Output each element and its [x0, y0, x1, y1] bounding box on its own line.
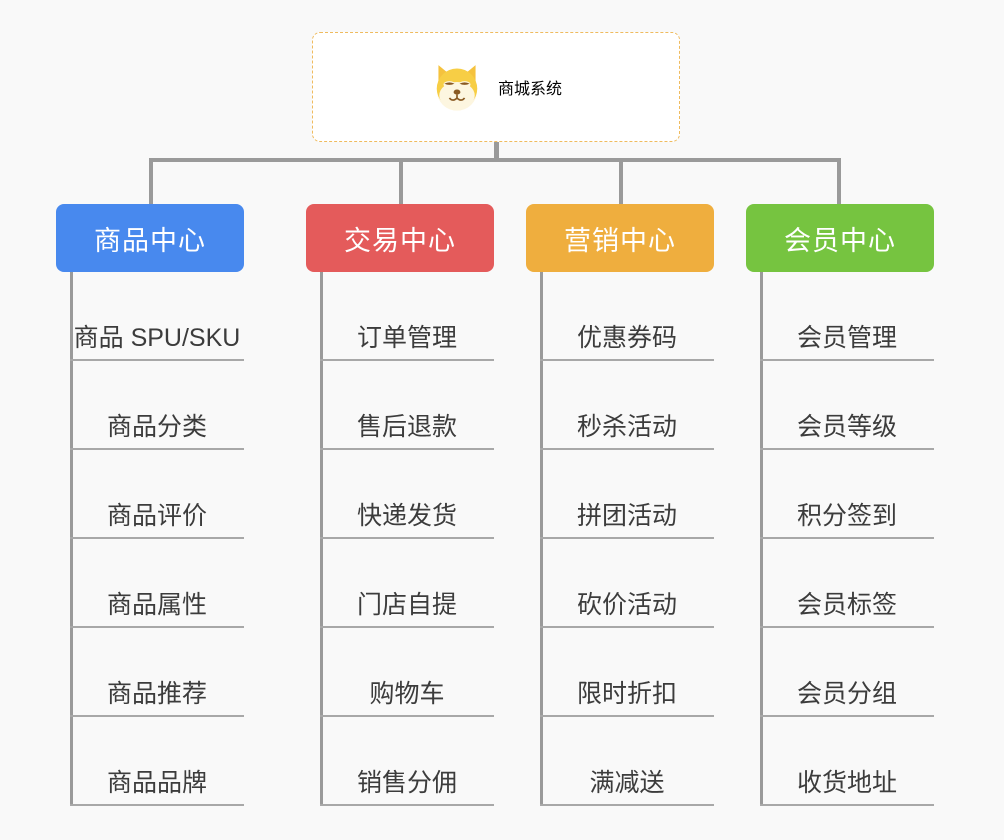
category-box-trade[interactable]: 交易中心 — [306, 204, 494, 272]
connector-drop-3 — [619, 158, 623, 206]
shiba-dog-icon — [436, 65, 478, 111]
leaf-label: 会员管理 — [796, 323, 897, 352]
connector-drop-2 — [399, 158, 403, 206]
list-item[interactable]: 商品 SPU/SKU — [70, 272, 244, 361]
list-item[interactable]: 商品属性 — [70, 539, 244, 628]
leaf-label: 收货地址 — [796, 768, 897, 797]
leaf-label: 商品分类 — [106, 412, 207, 441]
leaf-label: 拼团活动 — [576, 501, 677, 530]
leaf-label: 会员标签 — [796, 590, 897, 619]
leaf-label: 限时折扣 — [576, 679, 677, 708]
category-rail-marketing — [540, 272, 543, 806]
leaf-label: 商品品牌 — [106, 768, 207, 797]
connector-drop-1 — [149, 158, 153, 206]
leaf-label: 满减送 — [589, 768, 665, 797]
category-title: 会员中心 — [784, 225, 896, 256]
category-box-member[interactable]: 会员中心 — [746, 204, 934, 272]
leaf-label: 售后退款 — [356, 412, 457, 441]
list-item[interactable]: 购物车 — [320, 628, 494, 717]
category-title: 交易中心 — [344, 225, 456, 256]
leaf-label: 商品属性 — [106, 590, 207, 619]
list-item[interactable]: 会员等级 — [760, 361, 934, 450]
list-item[interactable]: 订单管理 — [320, 272, 494, 361]
leaf-label: 优惠券码 — [576, 323, 677, 352]
root-title: 商城系统 — [497, 81, 562, 98]
list-item[interactable]: 优惠券码 — [540, 272, 714, 361]
leaf-label: 秒杀活动 — [576, 412, 677, 441]
leaf-list: 会员管理会员等级积分签到会员标签会员分组收货地址 — [760, 272, 934, 806]
category-box-product[interactable]: 商品中心 — [56, 204, 244, 272]
list-item[interactable]: 积分签到 — [760, 450, 934, 539]
leaf-label: 快递发货 — [356, 501, 457, 530]
connector-drop-4 — [837, 158, 841, 206]
list-item[interactable]: 销售分佣 — [320, 717, 494, 806]
list-item[interactable]: 商品评价 — [70, 450, 244, 539]
category-rail-product — [70, 272, 73, 806]
leaf-label: 积分签到 — [796, 501, 897, 530]
list-item[interactable]: 收货地址 — [760, 717, 934, 806]
list-item[interactable]: 门店自提 — [320, 539, 494, 628]
category-title: 商品中心 — [94, 225, 206, 256]
category-rail-member — [760, 272, 763, 806]
list-item[interactable]: 限时折扣 — [540, 628, 714, 717]
list-item[interactable]: 会员标签 — [760, 539, 934, 628]
leaf-label: 商品推荐 — [106, 679, 207, 708]
list-item[interactable]: 商品推荐 — [70, 628, 244, 717]
leaf-label: 门店自提 — [356, 590, 457, 619]
list-item[interactable]: 秒杀活动 — [540, 361, 714, 450]
leaf-label: 砍价活动 — [576, 590, 677, 619]
connector-root-stem — [494, 142, 499, 162]
leaf-list: 订单管理售后退款快递发货门店自提购物车销售分佣 — [320, 272, 494, 806]
list-item[interactable]: 拼团活动 — [540, 450, 714, 539]
list-item[interactable]: 快递发货 — [320, 450, 494, 539]
leaf-label: 销售分佣 — [356, 768, 457, 797]
leaf-list: 商品 SPU/SKU 商品分类商品评价商品属性商品推荐商品品牌 — [70, 272, 244, 806]
category-title: 营销中心 — [564, 225, 676, 256]
list-item[interactable]: 商品品牌 — [70, 717, 244, 806]
list-item[interactable]: 售后退款 — [320, 361, 494, 450]
leaf-label: 订单管理 — [356, 323, 457, 352]
root-node[interactable]: 商城系统 — [312, 32, 680, 142]
list-item[interactable]: 会员管理 — [760, 272, 934, 361]
leaf-label: 购物车 — [369, 679, 445, 708]
category-rail-trade — [320, 272, 323, 806]
leaf-label: 会员分组 — [796, 679, 897, 708]
leaf-label: 商品评价 — [106, 501, 207, 530]
list-item[interactable]: 商品分类 — [70, 361, 244, 450]
leaf-label: 会员等级 — [796, 412, 897, 441]
list-item[interactable]: 砍价活动 — [540, 539, 714, 628]
connector-bus — [149, 158, 841, 162]
leaf-label: 商品 SPU/SKU — [73, 323, 241, 352]
leaf-list: 优惠券码秒杀活动拼团活动砍价活动限时折扣满减送 — [540, 272, 714, 806]
category-box-marketing[interactable]: 营销中心 — [526, 204, 714, 272]
list-item[interactable]: 会员分组 — [760, 628, 934, 717]
list-item[interactable]: 满减送 — [540, 717, 714, 806]
